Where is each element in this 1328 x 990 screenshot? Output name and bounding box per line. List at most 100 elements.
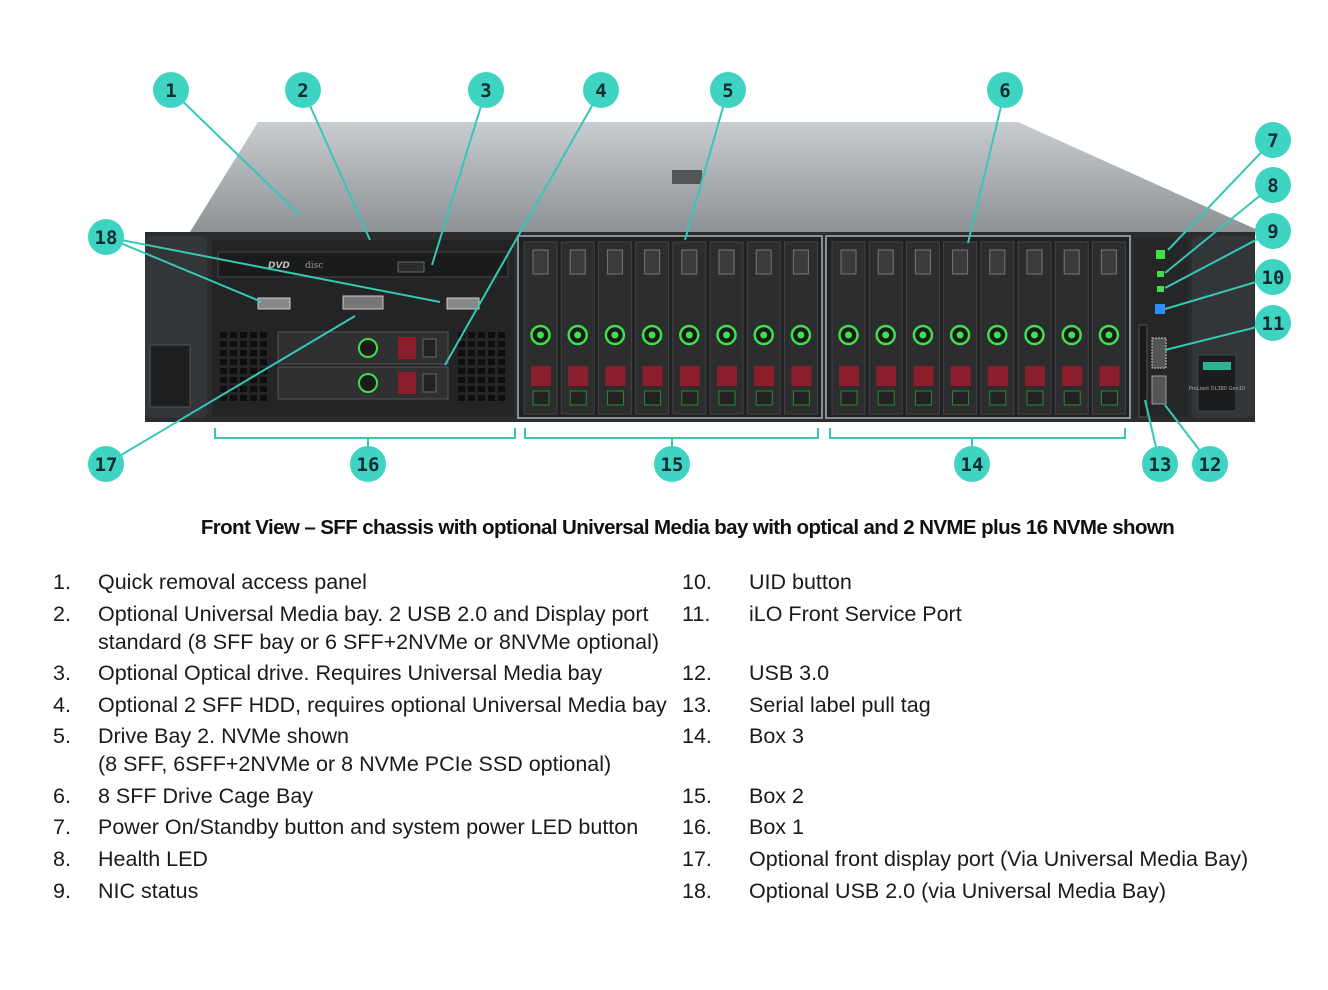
- vent-slot: [488, 341, 495, 347]
- drive-release-latch[interactable]: [1099, 366, 1120, 386]
- callout-line-8: [1164, 184, 1274, 274]
- callout-number: 16: [357, 454, 380, 476]
- callout-circle: [1255, 213, 1291, 249]
- usb-3-port[interactable]: [1151, 375, 1167, 405]
- callout-line-7: [1167, 139, 1274, 251]
- vent-slot: [260, 386, 267, 392]
- vent-slot: [478, 359, 485, 365]
- drive-power-button[interactable]: [1100, 390, 1118, 406]
- drive-power-button[interactable]: [644, 390, 662, 406]
- vent-slot: [498, 395, 505, 401]
- drive-release-latch[interactable]: [1062, 366, 1083, 386]
- drive-activity-led: [882, 331, 890, 339]
- callout-number: 6: [999, 80, 1010, 102]
- drive-power-button[interactable]: [840, 390, 858, 406]
- drive-power-button[interactable]: [422, 338, 437, 358]
- callout-badge-10: 10: [1255, 259, 1291, 295]
- drive-release-latch[interactable]: [531, 366, 551, 386]
- legend-item-text: Drive Bay 2. NVMe shown(8 SFF, 6SFF+2NVM…: [98, 724, 612, 776]
- serial-label-pull-tag[interactable]: [1138, 324, 1148, 418]
- vent-slot: [498, 332, 505, 338]
- legend-item-text: Box 2: [749, 784, 804, 808]
- ilo-service-port[interactable]: [1151, 337, 1167, 369]
- drive-power-button[interactable]: [914, 390, 932, 406]
- drive-activity-led: [919, 331, 927, 339]
- callout-badge-8: 8: [1255, 167, 1291, 203]
- power-button-led[interactable]: [1156, 250, 1165, 259]
- vent-slot: [230, 395, 237, 401]
- drive-release-latch[interactable]: [839, 366, 859, 386]
- drive-label: [792, 249, 809, 275]
- vent-slot: [478, 350, 485, 356]
- drive-release-latch[interactable]: [754, 366, 775, 386]
- drive-release-latch[interactable]: [679, 366, 700, 386]
- vent-slot: [230, 368, 237, 374]
- drive-label: [914, 249, 931, 275]
- callout-number: 18: [95, 227, 118, 249]
- drive-power-button[interactable]: [569, 390, 587, 406]
- callout-circle: [987, 72, 1023, 108]
- vent-slot: [220, 395, 227, 401]
- drive-power-button[interactable]: [792, 390, 810, 406]
- drive-status-ring: [358, 373, 378, 393]
- drive-label: [840, 249, 857, 275]
- vent-slot: [250, 395, 257, 401]
- vent-slot: [240, 359, 247, 365]
- display-port[interactable]: [342, 295, 384, 310]
- callout-number: 1: [165, 80, 176, 102]
- legend-item-text: Optional 2 SFF HDD, requires optional Un…: [98, 693, 667, 717]
- drive-release-latch[interactable]: [876, 366, 897, 386]
- vent-slot: [240, 350, 247, 356]
- legend-item-text: Optional Optical drive. Requires Univers…: [98, 661, 603, 685]
- drive-box-label: [149, 344, 191, 408]
- drive-power-button[interactable]: [718, 390, 736, 406]
- drive-power-button[interactable]: [681, 390, 699, 406]
- callout-number: 9: [1267, 221, 1278, 243]
- callout-circle: [654, 446, 690, 482]
- vent-slot: [498, 359, 505, 365]
- drive-release-latch[interactable]: [791, 366, 812, 386]
- callout-badge-15: 15: [654, 446, 690, 482]
- vent-slot: [488, 350, 495, 356]
- callout-circle: [1142, 446, 1178, 482]
- drive-release-latch[interactable]: [987, 366, 1008, 386]
- callout-circle: [285, 72, 321, 108]
- drive-power-button[interactable]: [422, 373, 437, 393]
- drive-power-button[interactable]: [532, 390, 550, 406]
- vent-slot: [458, 341, 465, 347]
- drive-activity-led: [760, 331, 768, 339]
- drive-release-latch[interactable]: [568, 366, 589, 386]
- uid-button[interactable]: [1155, 304, 1165, 314]
- callout-number: 5: [722, 80, 733, 102]
- vent-slot: [458, 386, 465, 392]
- callout-badge-6: 6: [987, 72, 1023, 108]
- usb-port-right[interactable]: [446, 297, 480, 310]
- drive-release-latch[interactable]: [717, 366, 737, 386]
- drive-release-latch[interactable]: [398, 372, 416, 394]
- optical-eject-button[interactable]: [397, 261, 425, 273]
- usb-port-left[interactable]: [257, 297, 291, 310]
- callout-circle: [88, 219, 124, 255]
- drive-power-button[interactable]: [952, 390, 970, 406]
- optical-drive[interactable]: [217, 251, 509, 278]
- callout-badge-17: 17: [88, 446, 124, 482]
- drive-release-latch[interactable]: [950, 366, 971, 386]
- drive-power-button[interactable]: [606, 390, 624, 406]
- drive-power-button[interactable]: [989, 390, 1007, 406]
- drive-release-latch[interactable]: [642, 366, 663, 386]
- drive-power-button[interactable]: [1026, 390, 1044, 406]
- drive-release-latch[interactable]: [605, 366, 626, 386]
- vent-slot: [468, 359, 475, 365]
- drive-power-button[interactable]: [1063, 390, 1081, 406]
- drive-activity-led: [993, 331, 1001, 339]
- drive-release-latch[interactable]: [398, 337, 416, 359]
- vent-slot: [498, 350, 505, 356]
- drive-release-latch[interactable]: [913, 366, 934, 386]
- drive-power-button[interactable]: [877, 390, 895, 406]
- legend-item-text: Box 3: [749, 724, 804, 748]
- callout-line-11: [1164, 322, 1274, 351]
- drive-power-button[interactable]: [755, 390, 773, 406]
- drive-release-latch[interactable]: [1025, 366, 1045, 386]
- vent-slot: [260, 350, 267, 356]
- vent-slot: [478, 377, 485, 383]
